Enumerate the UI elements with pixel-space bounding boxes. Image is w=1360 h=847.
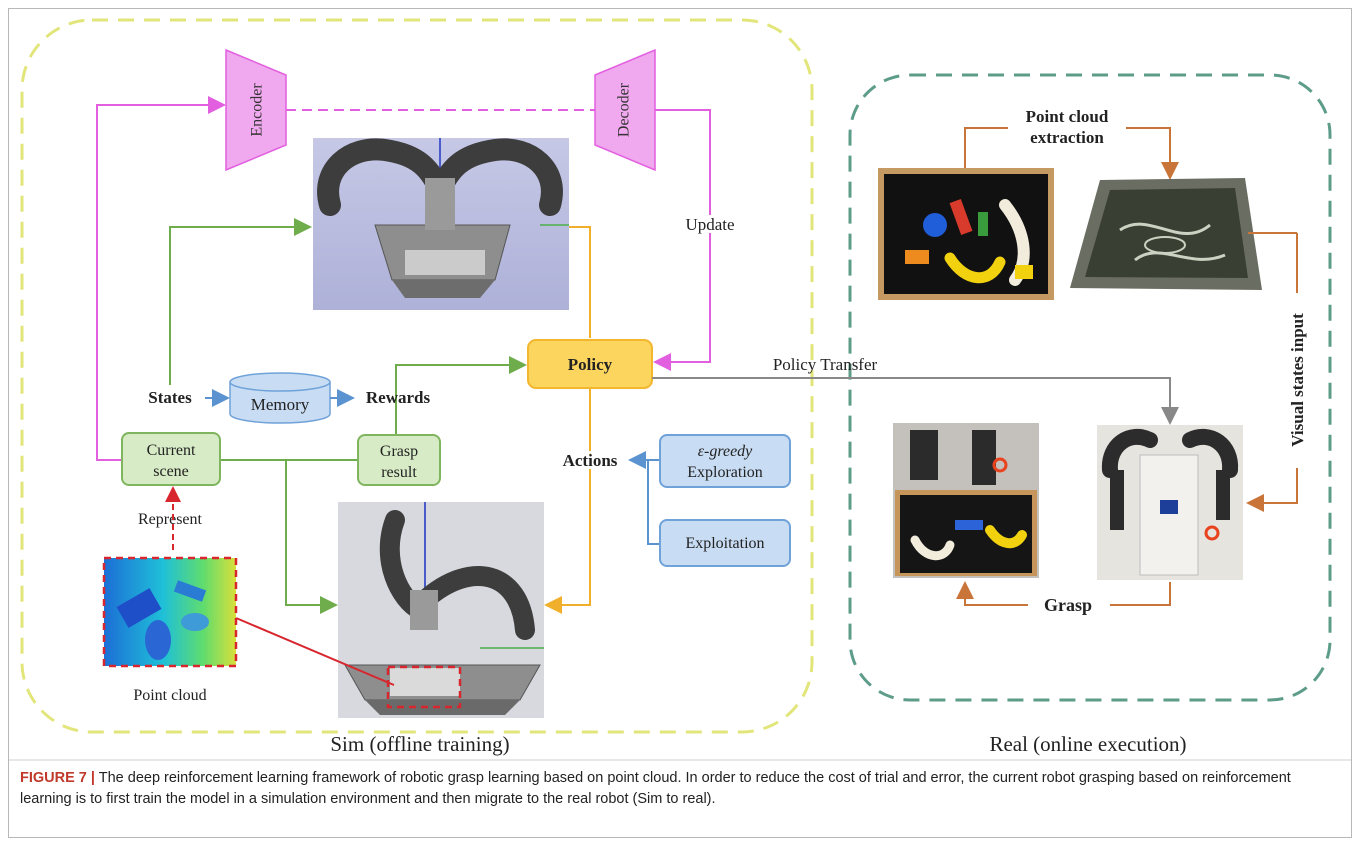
exploitation-box: Exploitation bbox=[659, 519, 791, 567]
sim-region-border bbox=[20, 18, 814, 734]
update-label: Update bbox=[685, 215, 734, 234]
point-cloud-link bbox=[235, 617, 395, 686]
encoder-block: Encoder bbox=[225, 48, 287, 172]
egreedy-box: ε-greedy Exploration bbox=[659, 434, 791, 488]
grasp-right-line bbox=[1110, 582, 1171, 606]
states-to-sim-arrow bbox=[169, 218, 312, 385]
exploitation-link bbox=[647, 460, 660, 545]
current-scene-box: Current scene bbox=[121, 432, 221, 486]
sim-title: Sim (offline training) bbox=[330, 732, 509, 756]
real-objects-photo bbox=[878, 168, 1054, 300]
sim-top-to-policy-arrow bbox=[569, 226, 591, 338]
svg-text:Current: Current bbox=[147, 442, 196, 459]
point-cloud-extraction-line1: Point cloud bbox=[1026, 107, 1109, 126]
policy-to-sim-bottom-arrow bbox=[544, 388, 591, 614]
svg-text:scene: scene bbox=[153, 463, 189, 480]
svg-text:Memory: Memory bbox=[251, 395, 310, 414]
real-robot-photo bbox=[1097, 425, 1243, 580]
policy-transfer-arrow bbox=[652, 377, 1179, 425]
visual-input-bottom-arrow bbox=[1246, 468, 1298, 512]
real-robot-grasp-photo bbox=[893, 423, 1039, 578]
point-cloud-extraction-line2: extraction bbox=[1030, 128, 1104, 147]
point-cloud-label: Point cloud bbox=[133, 687, 206, 704]
memory-cylinder: Memory bbox=[229, 372, 331, 424]
extraction-right-arrow bbox=[1126, 127, 1179, 180]
actions-label: Actions bbox=[563, 451, 618, 470]
represent-label: Represent bbox=[138, 511, 203, 528]
bin-highlight bbox=[386, 665, 462, 709]
caption-text: The deep reinforcement learning framewor… bbox=[20, 770, 1291, 807]
rewards-label: Rewards bbox=[366, 388, 431, 407]
sim-robot-bottom-image bbox=[338, 502, 544, 718]
svg-text:Grasp: Grasp bbox=[380, 443, 418, 460]
grasp-result-box: Grasp result bbox=[357, 434, 441, 486]
states-label: States bbox=[148, 388, 192, 407]
decoder-block: Decoder bbox=[594, 48, 656, 172]
svg-text:ε-greedy: ε-greedy bbox=[698, 443, 753, 460]
real-title: Real (online execution) bbox=[989, 732, 1186, 756]
grasp-left-arrow bbox=[956, 581, 1028, 606]
policy-box: Policy bbox=[527, 339, 653, 389]
real-region-border bbox=[848, 73, 1332, 702]
svg-text:Exploration: Exploration bbox=[687, 464, 763, 481]
extraction-left-arrow bbox=[964, 127, 1008, 168]
visual-states-input-label: Visual states input bbox=[1288, 313, 1307, 447]
figure-caption: FIGURE 7 | The deep reinforcement learni… bbox=[20, 768, 1340, 810]
rewards-to-policy-arrow bbox=[395, 356, 527, 435]
svg-text:result: result bbox=[381, 464, 417, 481]
figure-frame bbox=[8, 8, 1352, 838]
point-cloud-image bbox=[102, 556, 238, 668]
point-cloud-scan-image bbox=[1070, 178, 1262, 290]
svg-text:Encoder: Encoder bbox=[249, 83, 266, 137]
svg-text:Policy: Policy bbox=[568, 355, 613, 374]
grasp-label: Grasp bbox=[1044, 595, 1092, 615]
sim-robot-top-image bbox=[313, 138, 569, 310]
svg-text:Exploitation: Exploitation bbox=[685, 535, 764, 552]
scene-to-bottom-robot-arrow bbox=[285, 460, 338, 614]
scene-to-encoder-arrow bbox=[96, 96, 226, 461]
policy-transfer-label: Policy Transfer bbox=[773, 355, 878, 374]
svg-text:Decoder: Decoder bbox=[616, 82, 633, 137]
update-arrow bbox=[653, 109, 711, 371]
caption-label: FIGURE 7 | bbox=[20, 770, 95, 786]
